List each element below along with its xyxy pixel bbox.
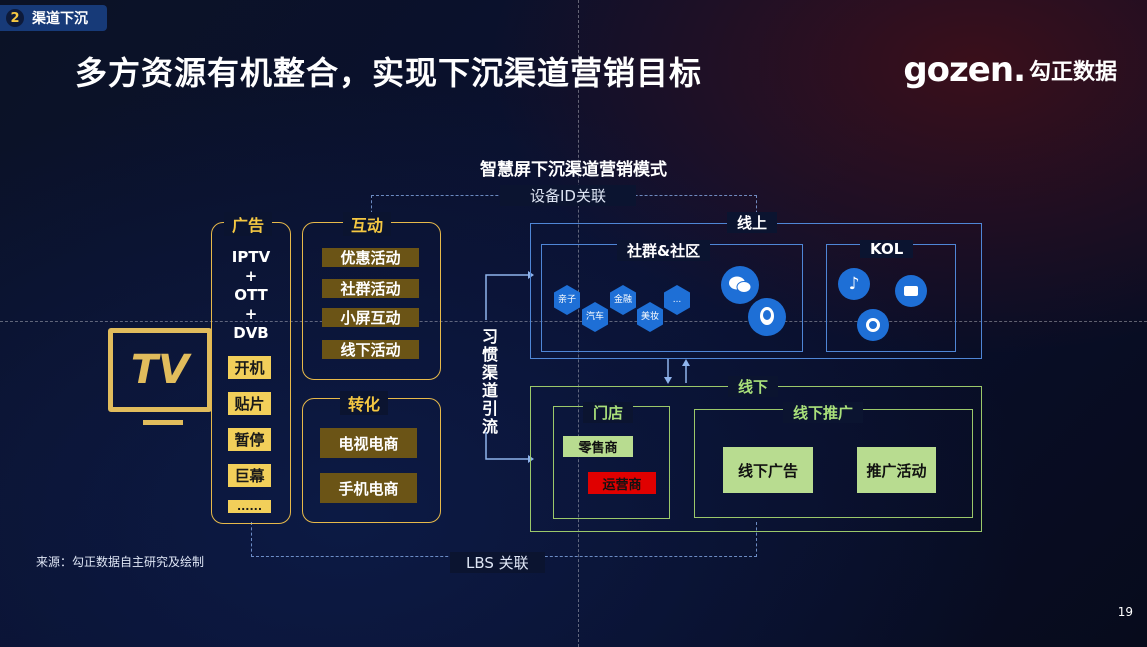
section-label: 渠道下沉 bbox=[32, 11, 88, 27]
sync-arrows bbox=[664, 359, 690, 384]
logo-en: gozen. bbox=[903, 50, 1026, 90]
section-tag: 2 渠道下沉 bbox=[0, 5, 107, 31]
horizontal-guide-line bbox=[0, 321, 1147, 322]
operator-label: 运营商 bbox=[588, 472, 656, 494]
convert-header: 转化 bbox=[340, 391, 389, 415]
brand-logo: gozen. 勾正数据 bbox=[903, 50, 1117, 90]
wechat-icon bbox=[721, 266, 759, 304]
interact-header: 互动 bbox=[343, 212, 392, 236]
diagram-title: 智慧屏下沉渠道营销模式 bbox=[480, 160, 667, 180]
video-icon bbox=[857, 309, 889, 341]
ad-type-item: ...... bbox=[228, 500, 271, 513]
ad-type-item: 贴片 bbox=[228, 392, 271, 415]
page-title: 多方资源有机整合，实现下沉渠道营销目标 bbox=[75, 54, 703, 92]
retailer-label: 零售商 bbox=[563, 436, 633, 457]
promo-item: 推广活动 bbox=[857, 447, 936, 493]
stack-item: OTT bbox=[234, 286, 268, 304]
online-header: 线上 bbox=[727, 212, 778, 233]
habit-flow-label: 习惯渠道引流 bbox=[479, 328, 498, 436]
stack-item: IPTV bbox=[231, 248, 271, 266]
interact-item: 小屏互动 bbox=[322, 308, 419, 327]
logo-cn: 勾正数据 bbox=[1028, 60, 1117, 85]
qq-icon bbox=[748, 298, 786, 336]
tv-stand-icon bbox=[143, 420, 183, 425]
stack-item: DVB bbox=[233, 324, 269, 342]
stack-item: + bbox=[244, 305, 258, 323]
convert-box bbox=[302, 398, 441, 523]
interact-item: 线下活动 bbox=[322, 340, 419, 359]
convert-item: 电视电商 bbox=[320, 428, 417, 458]
tv-icon: TV bbox=[108, 328, 212, 412]
section-number: 2 bbox=[6, 9, 24, 27]
kol-header: KOL bbox=[860, 240, 914, 258]
page-number: 19 bbox=[1117, 605, 1133, 619]
store-header: 门店 bbox=[583, 402, 634, 423]
convert-item: 手机电商 bbox=[320, 473, 417, 503]
ad-type-item: 巨幕 bbox=[228, 464, 271, 487]
device-id-label: 设备ID关联 bbox=[500, 185, 636, 206]
tv-text: TV bbox=[130, 347, 190, 393]
flow-arrows bbox=[485, 271, 534, 463]
source-note: 来源：勾正数据自主研究及绘制 bbox=[36, 555, 205, 569]
community-header: 社群&社区 bbox=[617, 240, 711, 261]
kuaishou-icon bbox=[895, 275, 927, 307]
promo-header: 线下推广 bbox=[783, 402, 864, 423]
lbs-label: LBS 关联 bbox=[450, 552, 545, 573]
ad-type-item: 暂停 bbox=[228, 428, 271, 451]
ads-stack: IPTV + OTT + DVB bbox=[211, 248, 291, 343]
promo-item: 线下广告 bbox=[723, 447, 813, 493]
interact-item: 社群活动 bbox=[322, 279, 419, 298]
stack-item: + bbox=[244, 267, 258, 285]
offline-header: 线下 bbox=[728, 376, 779, 397]
ad-type-item: 开机 bbox=[228, 356, 271, 379]
douyin-icon: ♪ bbox=[838, 268, 870, 300]
ads-header: 广告 bbox=[224, 212, 273, 236]
vertical-guide-line bbox=[578, 0, 579, 647]
interact-item: 优惠活动 bbox=[322, 248, 419, 267]
